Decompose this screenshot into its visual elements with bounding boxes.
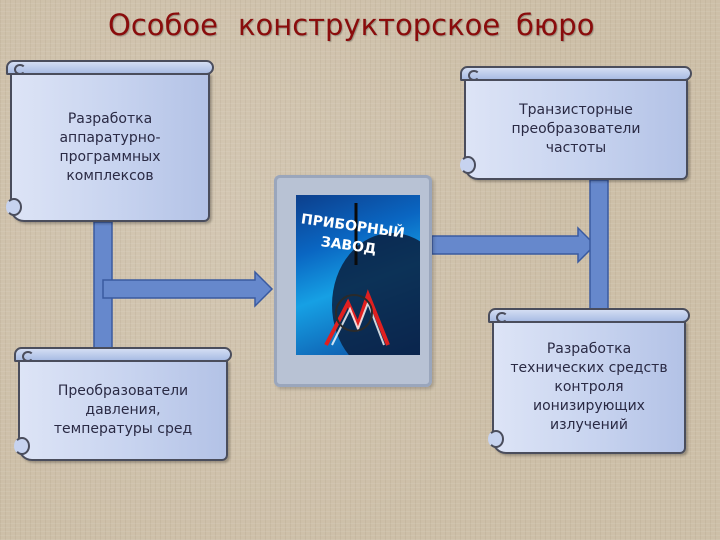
box-top-right-text: Транзисторные преобразователи частоты [511, 102, 641, 156]
title-word-2: конструкторское [238, 8, 501, 42]
page-title: Особое конструкторское бюро [0, 8, 720, 44]
title-word-3: бюро [516, 8, 595, 42]
scroll-bottom-right: Разработка технических средств контроля … [488, 308, 690, 454]
right-vertical-connector [589, 179, 609, 311]
logo-graphic: ПРИБОРНЫЙ ЗАВОД [300, 203, 420, 355]
box-top-left-text: Разработка аппаратурно- программных комп… [59, 110, 161, 184]
box-bottom-left-text: Преобразователи давления, температуры ср… [53, 383, 193, 437]
left-arrow [102, 270, 274, 308]
scroll-top-right: Транзисторные преобразователи частоты [460, 66, 692, 180]
title-word-1: Особое [108, 8, 218, 42]
right-arrow [431, 226, 597, 264]
scroll-top-left: Разработка аппаратурно- программных комп… [6, 60, 214, 222]
company-logo: ПРИБОРНЫЙ ЗАВОД [296, 195, 420, 355]
logo-text-1: ПРИБОРНЫЙ [300, 210, 406, 241]
logo-text-2: ЗАВОД [320, 234, 378, 258]
box-bottom-right-text: Разработка технических средств контроля … [510, 341, 668, 433]
scroll-bottom-left: Преобразователи давления, температуры ср… [14, 347, 232, 461]
